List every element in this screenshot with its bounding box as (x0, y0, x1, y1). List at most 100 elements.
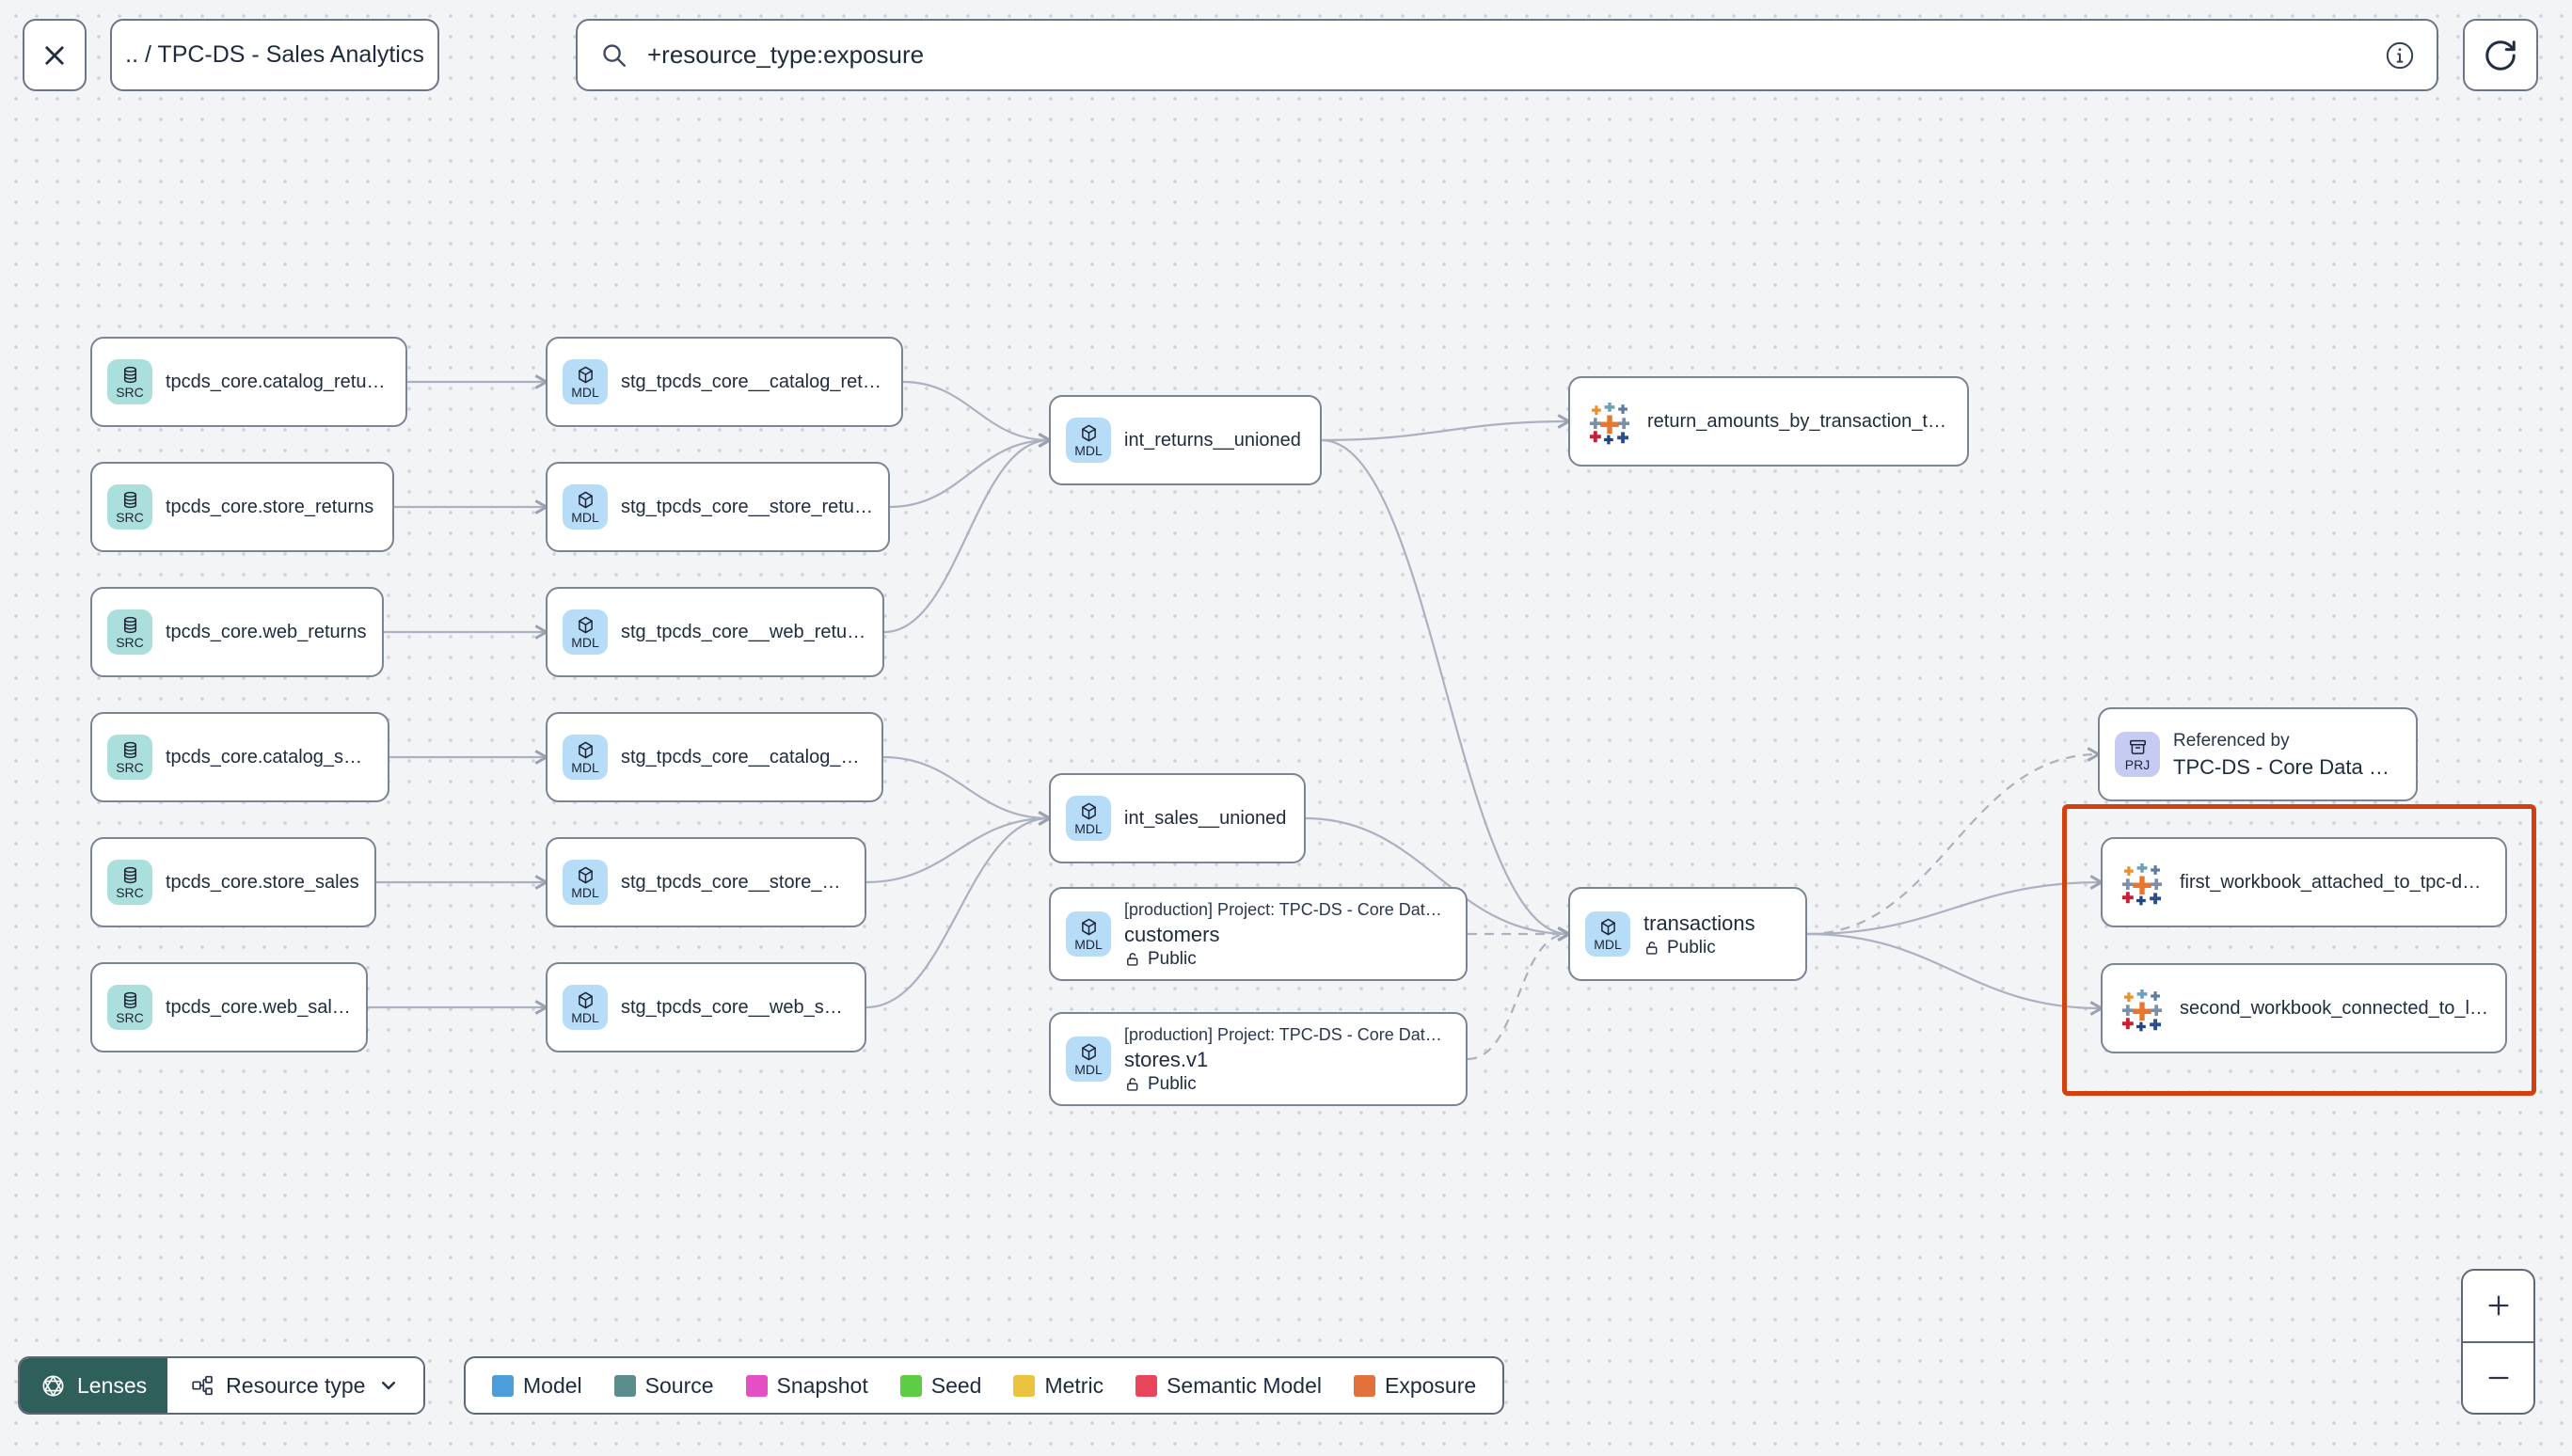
resource-type-badge: MDL (571, 634, 599, 650)
lenses-button[interactable]: Lenses (20, 1358, 168, 1413)
node-src-catalog-sales[interactable]: SRC tpcds_core.catalog_sales (90, 712, 389, 802)
node-label: tpcds_core.store_returns (166, 496, 374, 517)
edge-transactions-to-referenced-by-project (1806, 747, 2102, 936)
zoom-in-button[interactable] (2463, 1271, 2533, 1343)
node-text: tpcds_core.web_returns (166, 622, 366, 643)
node-stores-v1[interactable]: MDL [production] Project: TPC-DS - Core D… (1049, 1012, 1468, 1106)
node-first-workbook[interactable]: first_workbook_attached_to_tpc-ds_-_… (2101, 837, 2507, 927)
legend-item: Source (613, 1373, 714, 1399)
legend-item-label: Exposure (1385, 1372, 1477, 1398)
archive-icon: PRJ (2115, 732, 2160, 777)
refresh-button[interactable] (2463, 19, 2538, 91)
cube-icon: MDL (563, 484, 608, 530)
close-button[interactable] (23, 19, 87, 91)
node-text: second_workbook_connected_to_live… (2180, 998, 2490, 1020)
tableau-icon (2118, 858, 2167, 907)
resource-type-badge: SRC (116, 759, 144, 775)
resource-type-badge: SRC (116, 884, 144, 900)
edge-int-returns-unioned-to-return-amounts-by-transaction-type (1321, 414, 1572, 442)
node-label: stores.v1 (1124, 1047, 1209, 1071)
resource-type-dropdown[interactable]: Resource type (167, 1358, 424, 1413)
node-access: Public (1124, 1073, 1451, 1096)
tableau-icon (1585, 397, 1634, 446)
node-label: stg_tpcds_core__web_sales (621, 996, 849, 1018)
node-src-catalog-returns[interactable]: SRC tpcds_core.catalog_returns (90, 337, 407, 427)
close-icon (45, 45, 64, 65)
cube-icon: MDL (1066, 1037, 1111, 1082)
minus-icon (2488, 1376, 2508, 1379)
edge-stg-store-returns-to-int-returns-unioned (889, 433, 1053, 509)
legend-color-chip (613, 1374, 636, 1397)
node-project-label: [production] Project: TPC-DS - Core Data… (1124, 1024, 1451, 1044)
resource-type-badge: MDL (571, 509, 599, 525)
lock-open-icon (1643, 940, 1660, 957)
legend-color-chip (1135, 1374, 1158, 1397)
legend-item: Semantic Model (1135, 1373, 1322, 1399)
node-src-web-returns[interactable]: SRC tpcds_core.web_returns (90, 587, 384, 677)
cube-icon: MDL (1066, 911, 1111, 957)
node-access: Public (1124, 948, 1451, 971)
legend-item: Exposure (1354, 1373, 1476, 1399)
edge-transactions-to-first-workbook (1806, 875, 2104, 936)
cube-icon: MDL (1066, 418, 1111, 463)
resource-type-badge: SRC (116, 1009, 144, 1025)
node-label: tpcds_core.web_sales (166, 996, 351, 1018)
cube-icon: MDL (563, 735, 608, 780)
resource-type-badge: MDL (1594, 936, 1622, 952)
breadcrumb[interactable]: .. / TPC-DS - Sales Analytics (110, 19, 439, 91)
node-src-store-sales[interactable]: SRC tpcds_core.store_sales (90, 837, 376, 927)
refresh-icon (2485, 40, 2516, 71)
node-text: tpcds_core.catalog_returns (166, 372, 390, 393)
plus-icon (2488, 1295, 2508, 1316)
zoom-controls (2461, 1269, 2535, 1415)
node-label: customers (1124, 922, 1220, 946)
database-icon: SRC (107, 359, 152, 404)
lock-open-icon (1124, 1076, 1141, 1093)
resource-type-badge: MDL (571, 884, 599, 900)
resource-type-badge: MDL (1074, 442, 1103, 458)
node-customers[interactable]: MDL [production] Project: TPC-DS - Core D… (1049, 887, 1468, 981)
legend-color-chip (745, 1374, 768, 1397)
resource-type-icon (192, 1375, 214, 1396)
legend-color-chip (492, 1374, 514, 1397)
node-stg-store-returns[interactable]: MDL stg_tpcds_core__store_returns (546, 462, 890, 552)
node-text: int_returns__unioned (1124, 430, 1301, 451)
node-label: stg_tpcds_core__catalog_returns (621, 371, 886, 392)
node-label: tpcds_core.store_sales (166, 871, 359, 893)
node-int-returns-unioned[interactable]: MDL int_returns__unioned (1049, 395, 1322, 485)
node-label: int_returns__unioned (1124, 429, 1301, 451)
node-text: stg_tpcds_core__store_sales (621, 872, 849, 894)
search-bar[interactable] (576, 19, 2438, 91)
node-text: tpcds_core.store_returns (166, 497, 373, 518)
search-input[interactable] (645, 40, 2369, 71)
resource-type-badge: MDL (1074, 936, 1103, 952)
node-label: tpcds_core.web_returns (166, 621, 367, 642)
node-label: transactions (1643, 910, 1755, 935)
database-icon: SRC (107, 609, 152, 655)
node-stg-store-sales[interactable]: MDL stg_tpcds_core__store_sales (546, 837, 866, 927)
legend-item-label: Model (523, 1372, 582, 1398)
edge-stores-v1-to-transactions (1467, 926, 1572, 1061)
node-text: stg_tpcds_core__catalog_returns (621, 372, 886, 393)
node-src-web-sales[interactable]: SRC tpcds_core.web_sales (90, 962, 368, 1052)
node-label: tpcds_core.catalog_sales (166, 746, 373, 768)
legend-item: Seed (899, 1373, 981, 1399)
node-return-amounts-by-transaction-type[interactable]: return_amounts_by_transaction_type (1568, 376, 1969, 467)
resource-type-badge: SRC (116, 634, 144, 650)
node-access-label: Public (1148, 948, 1197, 969)
zoom-out-button[interactable] (2463, 1343, 2533, 1414)
node-text: stg_tpcds_core__store_returns (621, 497, 873, 518)
resource-type-badge: SRC (116, 384, 144, 400)
info-icon[interactable] (2384, 40, 2416, 71)
node-text: [production] Project: TPC-DS - Core Data… (1124, 898, 1451, 971)
node-second-workbook[interactable]: second_workbook_connected_to_live… (2101, 963, 2507, 1053)
